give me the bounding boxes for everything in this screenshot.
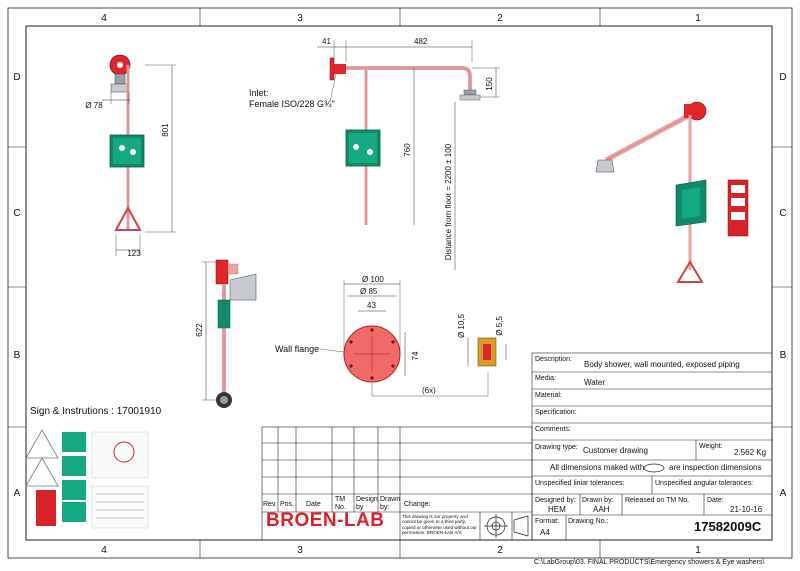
zone-row-b-left: B xyxy=(14,350,21,361)
description-label: Description: xyxy=(535,356,572,363)
weight-value: 2.562 Kg xyxy=(734,448,767,457)
inspection-note-pre: All dimensions maked with xyxy=(550,463,645,472)
wall-flange-view: Ø 100 Ø 85 43 74 Wall flange (6x) xyxy=(275,275,489,397)
dim-801: 801 xyxy=(161,123,170,137)
comments-label: Comments: xyxy=(535,426,571,433)
designed-by-label: Designed by: xyxy=(535,497,576,504)
designed-by-value: HEM xyxy=(548,505,566,514)
dim-482: 482 xyxy=(414,37,428,46)
rev-header-design: Design by xyxy=(356,496,378,511)
description-value: Body shower, wall mounted, exposed pipin… xyxy=(584,360,740,369)
title-block-grid xyxy=(261,352,773,541)
rev-header-rev: Rev. xyxy=(263,501,277,508)
format-label: Format: xyxy=(535,518,560,525)
released-label: Released on TM No. xyxy=(625,497,690,504)
inlet-label: Inlet: xyxy=(249,88,269,98)
date-value: 21-10-16 xyxy=(730,505,763,514)
zone-row-c-left: C xyxy=(13,208,20,219)
wall-flange-label: Wall flange xyxy=(275,344,319,354)
dim-dia-78: Ø 78 xyxy=(85,101,103,110)
format-value: A4 xyxy=(540,528,550,537)
zone-row-d-left: D xyxy=(13,72,20,83)
material-label: Material: xyxy=(535,392,562,399)
zone-col-3-bottom: 3 xyxy=(297,545,303,556)
rev-header-change: Change: xyxy=(404,501,431,508)
drawing-number: 17582009C xyxy=(694,519,762,534)
zone-col-1-bottom: 1 xyxy=(695,545,701,556)
date-label: Date: xyxy=(707,497,724,504)
drawing-type-label: Drawing type: xyxy=(535,444,578,451)
rev-header-drawn: Drawn by: xyxy=(380,496,401,511)
specification-label: Specification: xyxy=(535,409,577,416)
zone-row-a-left: A xyxy=(14,488,21,499)
front-view: 41 482 150 760 Distance from floor = 220… xyxy=(249,37,500,270)
plug-detail-view: Ø 10,5 Ø 5,5 xyxy=(457,313,507,367)
dim-74: 74 xyxy=(411,351,420,360)
zone-col-3-top: 3 xyxy=(297,13,303,24)
broen-lab-logo: BROEN-LAB xyxy=(266,510,385,531)
dim-41: 41 xyxy=(322,37,331,46)
rev-header-tm: TM No. xyxy=(335,496,346,511)
drawing-type-value: Customer drawing xyxy=(583,446,648,455)
file-path: C:\LabGroup\03. FINAL PRODUCTS\Emergency… xyxy=(534,559,765,566)
rev-header-date: Date xyxy=(306,501,321,508)
inspection-note-post: are inspection dimensions xyxy=(669,463,762,472)
zone-row-c-right: C xyxy=(779,208,786,219)
sign-thumbnails xyxy=(25,429,149,529)
angular-tolerance-label: Unspecified angular tolerances: xyxy=(655,480,754,487)
dim-floor-distance: Distance from floor = 2200 ± 100 xyxy=(444,143,453,260)
dim-123: 123 xyxy=(127,249,141,258)
dim-150: 150 xyxy=(485,77,494,91)
rev-header-pos: Pos. xyxy=(280,501,295,508)
linear-tolerance-label: Unspecified liniar tolerances: xyxy=(535,480,625,487)
dim-43: 43 xyxy=(367,301,376,310)
side-view-large: 622 xyxy=(195,259,257,408)
side-view-small: 801 Ø 78 123 xyxy=(85,54,176,258)
sign-instructions-label: Sign & Instrutions : 17001910 xyxy=(30,406,162,417)
property-notice: This drawing is our property and cannot … xyxy=(402,514,477,536)
zone-col-4-top: 4 xyxy=(101,13,107,24)
dim-760: 760 xyxy=(403,143,412,157)
inlet-spec: Female ISO/228 G¾" xyxy=(249,99,335,109)
dim-dia-85: Ø 85 xyxy=(360,287,378,296)
media-value: Water xyxy=(584,378,606,387)
zone-row-a-right: A xyxy=(780,488,787,499)
zone-col-1-top: 1 xyxy=(695,13,701,24)
drawn-by-label: Drawn by: xyxy=(582,497,614,504)
zone-col-2-bottom: 2 xyxy=(497,545,503,556)
dim-622: 622 xyxy=(195,323,204,337)
zone-col-2-top: 2 xyxy=(497,13,503,24)
drawn-by-value: AAH xyxy=(593,505,610,514)
dim-dia-100: Ø 100 xyxy=(362,275,384,284)
projection-symbol-icon xyxy=(484,514,529,538)
dim-dia-10-5: Ø 10,5 xyxy=(457,313,466,338)
zone-row-b-right: B xyxy=(780,350,787,361)
drawing-no-label: Drawing No.: xyxy=(568,518,609,525)
isometric-view xyxy=(595,101,749,283)
inspection-marker-icon xyxy=(643,463,665,473)
weight-label: Weight: xyxy=(699,443,723,450)
media-label: Media: xyxy=(535,375,557,382)
dim-dia-5-5: Ø 5,5 xyxy=(495,316,504,336)
count-6x: (6x) xyxy=(422,386,436,395)
zone-col-4-bottom: 4 xyxy=(101,545,107,556)
zone-row-d-right: D xyxy=(779,72,786,83)
